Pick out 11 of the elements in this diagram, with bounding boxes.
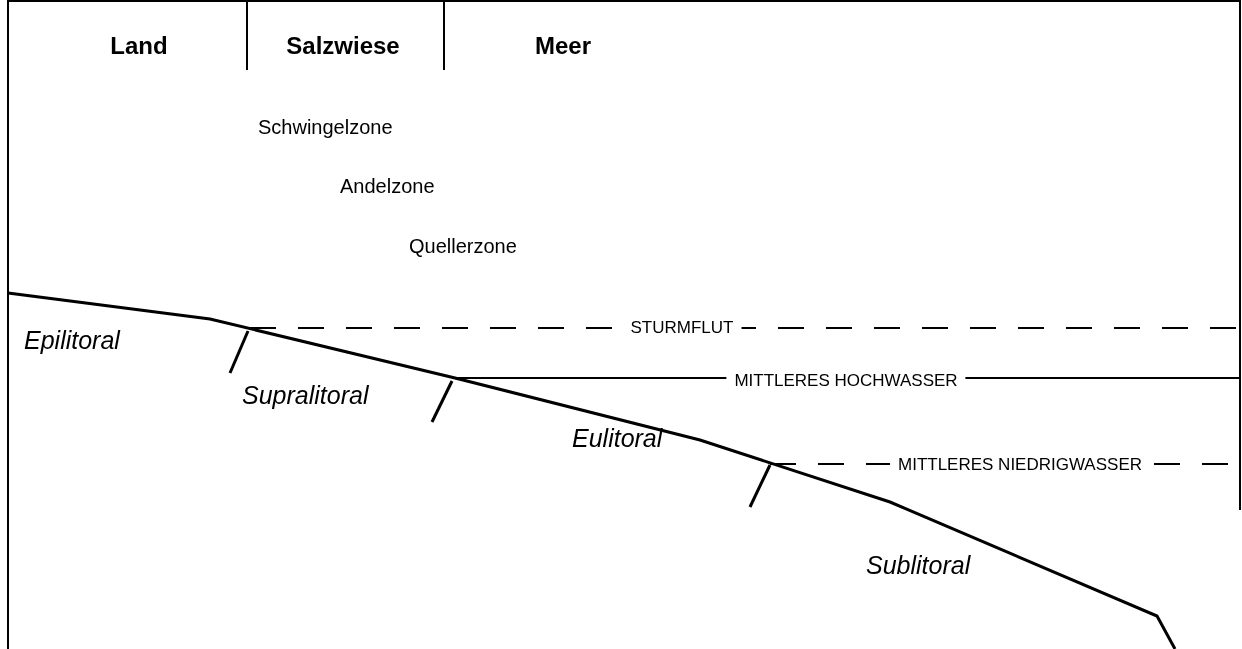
zone-label: Epilitoral [24, 327, 120, 353]
column-heading: Meer [535, 34, 591, 58]
column-heading: Land [110, 34, 168, 58]
zone-label: Supralitoral [242, 382, 369, 408]
zone-label: Andelzone [340, 176, 435, 196]
zone-label: Sublitoral [866, 552, 971, 578]
column-heading: Salzwiese [286, 34, 400, 58]
zone-label: Eulitoral [572, 425, 663, 451]
water-level-label: MITTLERES HOCHWASSER [726, 371, 966, 389]
zone-label: Quellerzone [409, 236, 517, 256]
zone-label: Schwingelzone [258, 117, 393, 137]
